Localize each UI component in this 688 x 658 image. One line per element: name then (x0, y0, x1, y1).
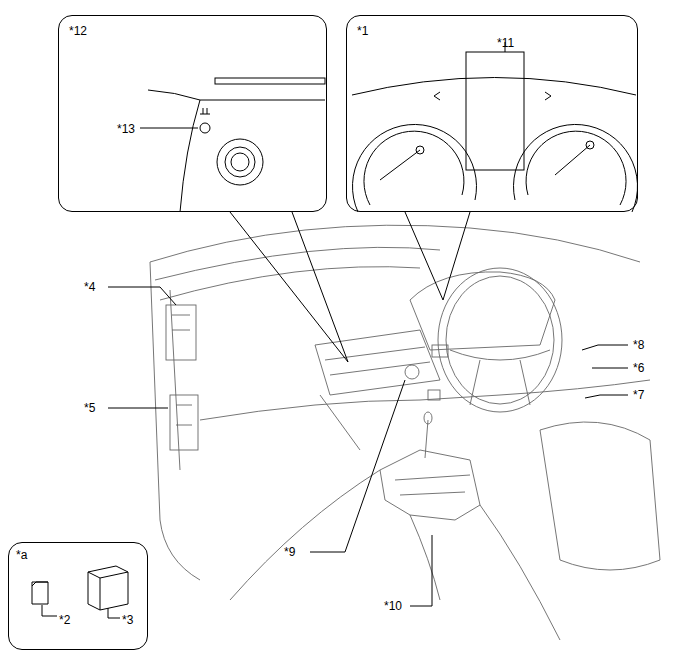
callout-number: *5 (84, 401, 95, 415)
callout-number: *7 (633, 388, 644, 402)
callout-number: *10 (384, 599, 402, 613)
callout-number: *3 (122, 613, 133, 627)
box-label: *1 (357, 24, 368, 38)
zoom-box: *12 *13 (58, 15, 327, 212)
callout-number: *4 (84, 280, 95, 294)
callout-number: *13 (117, 122, 135, 136)
callout-number: *6 (633, 361, 644, 375)
callout-number: *8 (633, 338, 644, 352)
zoom-box: *1 *11 (346, 15, 638, 212)
callout-number: *9 (284, 545, 295, 559)
callout-number: *2 (59, 613, 70, 627)
box-label: *a (16, 548, 27, 562)
callout-number: *11 (497, 36, 514, 50)
parts-box: *a *2 *3 (8, 542, 148, 650)
box-label: *12 (69, 24, 87, 38)
